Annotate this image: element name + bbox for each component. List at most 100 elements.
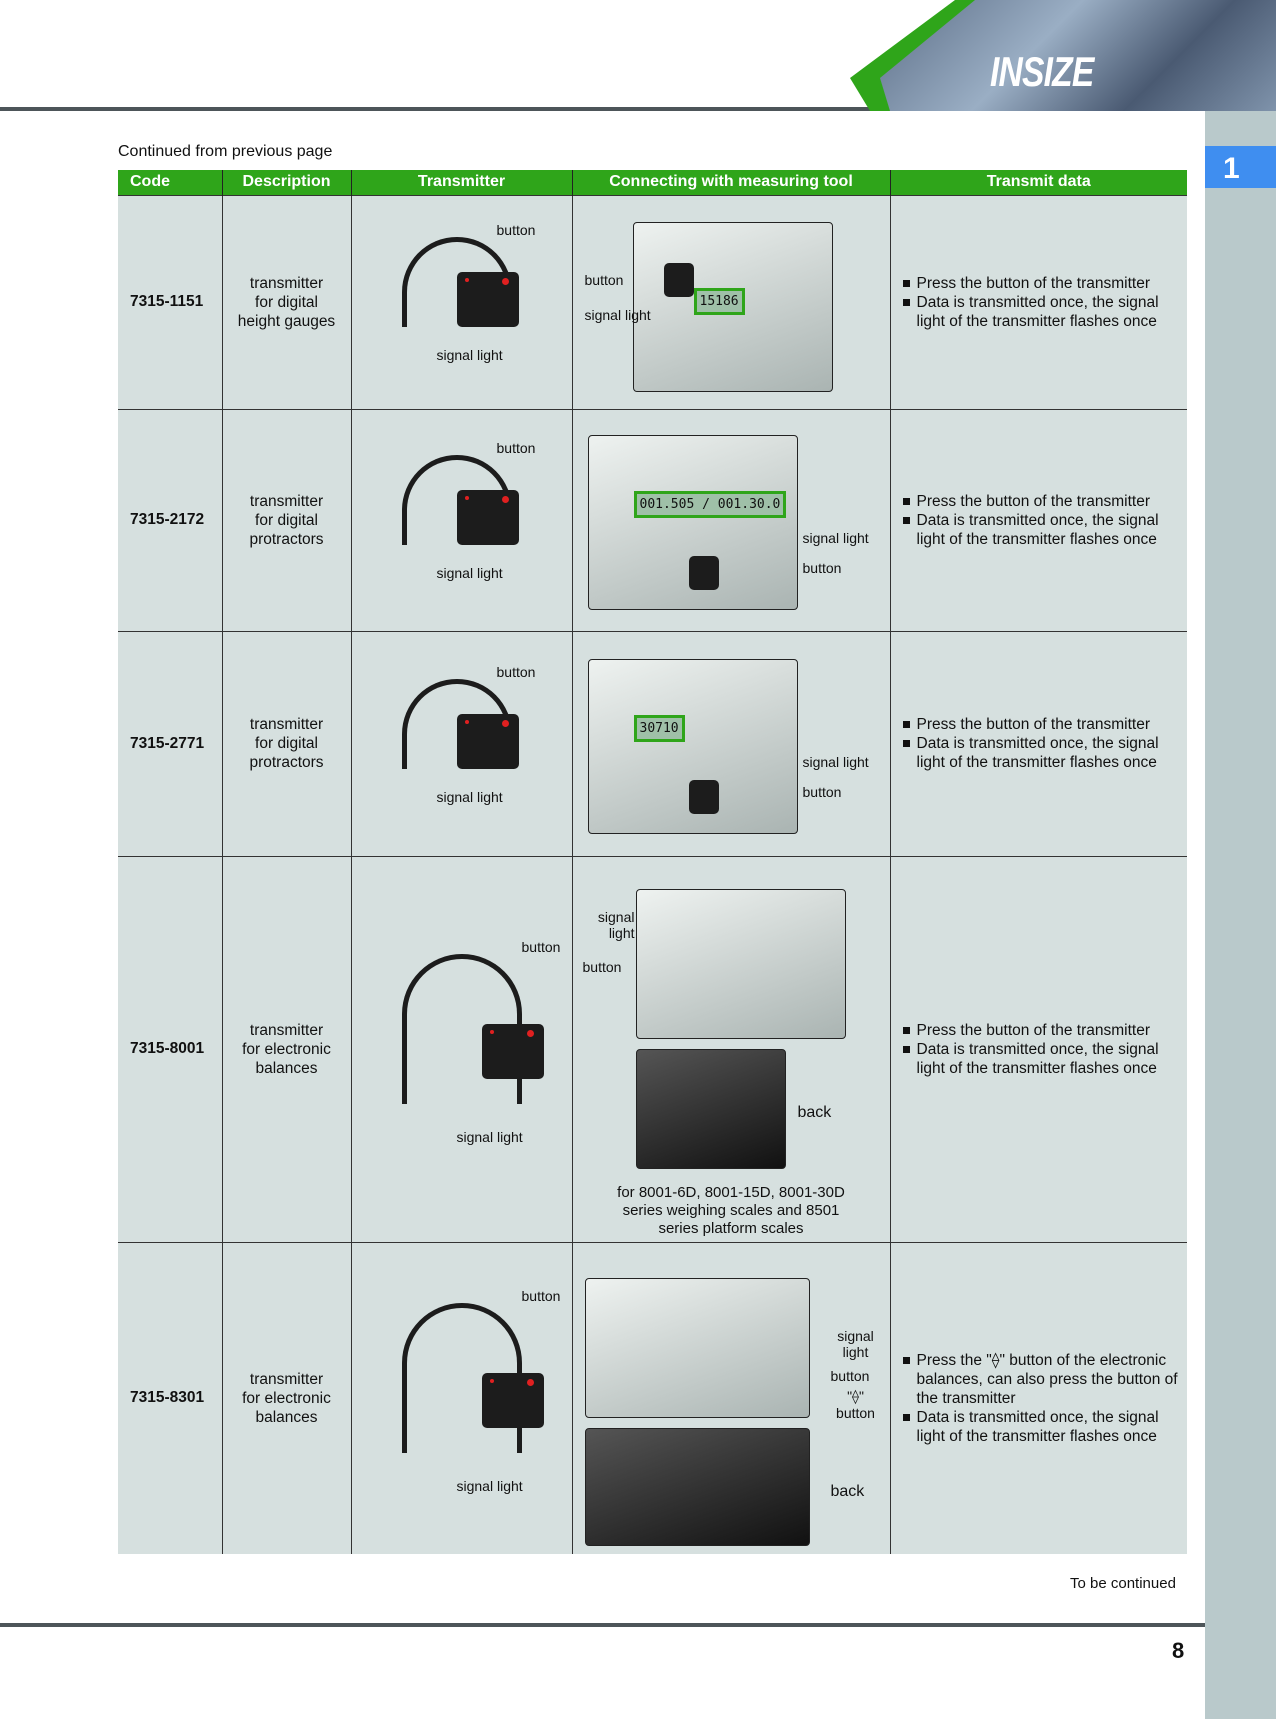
button-indicator <box>501 496 509 503</box>
signal-light-indicator <box>464 719 469 724</box>
col-description: Description <box>221 170 351 195</box>
balance-back-photo <box>635 1049 786 1169</box>
button-label: button <box>496 222 536 238</box>
continued-label: Continued from previous page <box>118 143 333 160</box>
signal-light-label: signal light <box>436 788 503 805</box>
description-line: transmitter <box>249 492 324 510</box>
button-label: button <box>496 440 536 456</box>
transmit-bullet: Data is transmitted once, the signal lig… <box>902 293 1188 331</box>
description-line: protractors <box>249 754 324 771</box>
description-line: for digital <box>255 735 318 752</box>
col-transmit-data: Transmit data <box>889 170 1187 195</box>
code-cell: 7315-2172 <box>118 408 222 631</box>
footer-rule <box>0 1623 1205 1627</box>
signal-light-label: signal light <box>456 1129 523 1145</box>
description-line: transmitter <box>249 1021 324 1039</box>
description-line: height gauges <box>237 312 336 330</box>
button-indicator <box>501 278 509 285</box>
transmitter-in-photo <box>688 556 719 590</box>
transmitter-table: Code Description Transmitter Connecting … <box>118 170 1187 1554</box>
button-indicator <box>526 1379 534 1387</box>
side-strip <box>1205 111 1276 1719</box>
description-line: for electronic <box>242 1040 331 1058</box>
connect-label: button <box>802 783 842 800</box>
col-connecting: Connecting with measuring tool <box>571 170 890 195</box>
transmit-bullet: Press the "⟠" button of the electronic b… <box>902 1351 1188 1408</box>
connecting-cell: 001.505 / 001.30.0 signal light button <box>571 408 890 631</box>
caption-line: series platform scales <box>658 1220 804 1237</box>
button-label: button <box>521 1288 561 1305</box>
caption-line: for 8001-6D, 8001-15D, 8001-30D <box>617 1184 845 1201</box>
col-code: Code <box>118 170 222 195</box>
transmitter-cell: button signal light <box>350 194 572 409</box>
connect-label: back <box>797 1104 832 1121</box>
code-cell: 7315-2771 <box>118 630 222 856</box>
transmit-bullet: Data is transmitted once, the signal lig… <box>902 511 1188 549</box>
insize-logo: INSIZE <box>990 48 1094 95</box>
description-line: balances <box>255 1408 318 1426</box>
code-cell: 7315-1151 <box>118 194 222 409</box>
description-line: transmitter <box>249 1370 324 1388</box>
connect-label: "⟠" button <box>836 1388 875 1422</box>
tool-display: 001.505 / 001.30.0 <box>633 491 787 518</box>
signal-light-label: signal light <box>436 565 503 581</box>
transmitter-cell: button signal light <box>350 855 572 1242</box>
transmit-data-cell: Press the "⟠" button of the electronic b… <box>889 1241 1188 1554</box>
connecting-cell: 15186 button signal light <box>571 194 890 409</box>
signal-light-indicator <box>464 496 469 500</box>
transmit-bullet: Data is transmitted once, the signal lig… <box>902 1408 1188 1446</box>
balance-back-photo <box>584 1428 810 1547</box>
signal-light-indicator <box>489 1030 494 1034</box>
connect-label: button <box>582 959 622 975</box>
transmit-bullet: Data is transmitted once, the signal lig… <box>902 1040 1188 1078</box>
description-line: transmitter <box>249 274 324 292</box>
tool-display: 15186 <box>693 288 745 315</box>
balance-photo <box>584 1278 810 1419</box>
transmit-bullet: Press the button of the transmitter <box>902 274 1188 293</box>
connect-label: signal light <box>597 909 635 941</box>
connect-label: button <box>584 272 624 288</box>
measuring-tool-photo: 30710 <box>587 658 798 834</box>
description-line: protractors <box>249 530 324 548</box>
description-line: for digital <box>255 511 318 529</box>
connect-label: button <box>802 560 842 576</box>
description-line: for digital <box>255 293 318 311</box>
transmitter-cell: button signal light <box>350 408 572 631</box>
tool-display: 30710 <box>633 714 685 742</box>
connect-label: back <box>830 1483 865 1501</box>
connecting-cell: 30710 signal light button <box>571 630 890 856</box>
description-line: for electronic <box>242 1389 331 1407</box>
to-be-continued: To be continued <box>1070 1575 1176 1592</box>
page-number: 8 <box>1172 1638 1185 1663</box>
connect-label: signal light <box>837 1328 874 1361</box>
transmit-bullet: Data is transmitted once, the signal lig… <box>902 734 1188 772</box>
connect-label: signal light <box>802 753 869 770</box>
caption-line: series weighing scales and 8501 <box>622 1202 840 1219</box>
button-indicator <box>526 1030 534 1037</box>
connect-label: button <box>830 1368 870 1385</box>
connect-label: signal light <box>802 530 869 546</box>
transmit-bullet: Press the button of the transmitter <box>902 1021 1188 1040</box>
transmit-bullet: Press the button of the transmitter <box>902 715 1188 734</box>
table-row: 7315-2771 transmitter for digital protract… <box>118 630 1188 856</box>
signal-light-indicator <box>489 1379 494 1384</box>
description-line: transmitter <box>249 716 324 733</box>
signal-light-label: signal light <box>456 1478 523 1495</box>
signal-light-label: signal light <box>436 347 503 363</box>
transmitter-in-photo <box>663 263 694 297</box>
description-cell: transmitter for digital protractors <box>221 630 351 856</box>
button-label: button <box>496 663 536 680</box>
connect-label: signal light <box>584 307 651 323</box>
section-tab[interactable]: 1 <box>1205 146 1276 188</box>
